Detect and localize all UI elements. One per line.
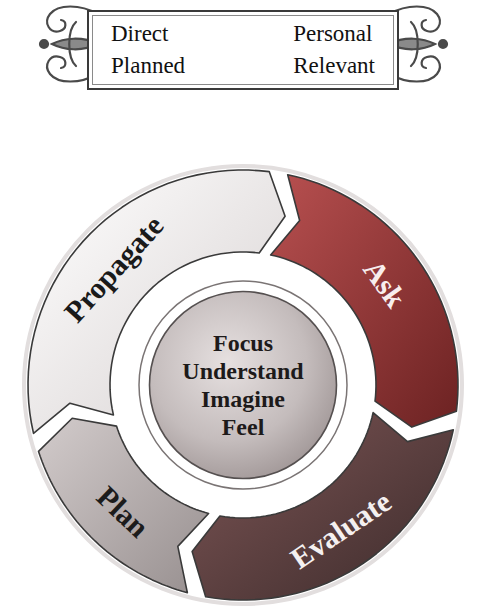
banner-box: Direct PersonalPlanned Relevant — [87, 10, 399, 90]
center-circle-outline — [150, 292, 337, 479]
banner-word: Relevant — [293, 52, 375, 80]
ring-shadow — [24, 166, 462, 604]
center-circle: Focus Understand Imagine Feel — [148, 290, 338, 480]
banner-word: Direct — [111, 20, 185, 48]
center-words: Focus Understand Imagine Feel — [182, 329, 303, 441]
center-halo — [139, 281, 347, 489]
center-circle-shape — [148, 290, 338, 480]
banner-word: Personal — [293, 20, 375, 48]
banner-word: Planned — [111, 52, 185, 80]
